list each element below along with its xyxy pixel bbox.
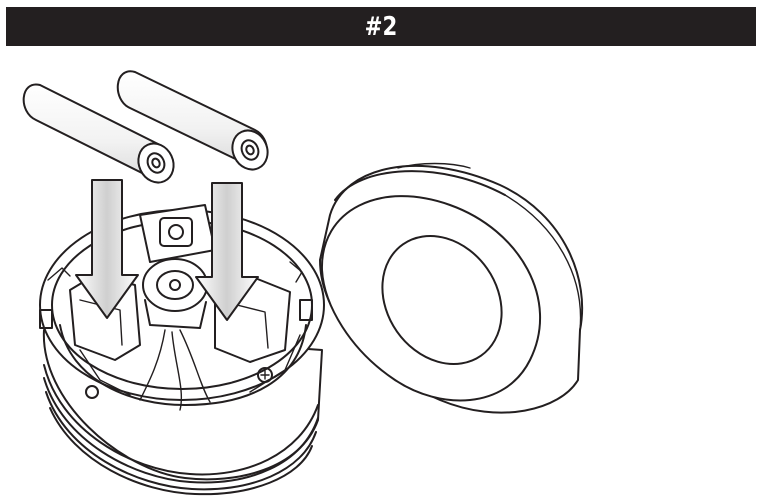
battery-install-drawing	[22, 70, 584, 496]
battery-right	[116, 70, 269, 171]
insert-arrow-left	[75, 179, 139, 319]
insert-arrow-right	[195, 182, 259, 321]
battery-left	[22, 83, 175, 184]
battery-install-illustration	[0, 50, 765, 498]
detector-base	[39, 204, 325, 496]
cover-ring	[319, 162, 584, 414]
step-number-label: #2	[364, 11, 398, 42]
step-header-bar: #2	[6, 7, 756, 46]
